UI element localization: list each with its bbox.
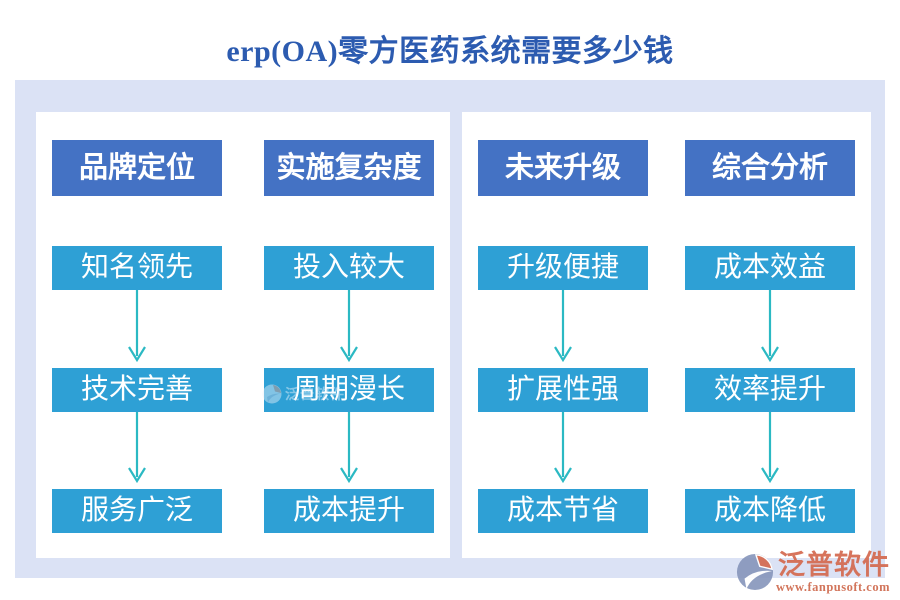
spacer — [52, 196, 222, 246]
fanpu-logo-icon — [736, 553, 773, 590]
brand-name: 泛普软件 — [778, 549, 890, 580]
flow-header-box: 未来升级 — [478, 140, 648, 196]
spacer — [478, 196, 648, 246]
flow-step-box: 成本节省 — [478, 489, 648, 533]
flow-step-box: 服务广泛 — [52, 489, 222, 533]
flow-step-box: 成本效益 — [685, 246, 855, 290]
arrow-down-icon — [761, 290, 779, 363]
arrow-down-icon — [128, 290, 146, 363]
flow-column-brand: 品牌定位 知名领先 技术完善 服务广泛 — [52, 112, 222, 558]
arrow-down-icon — [340, 412, 358, 484]
flow-step-box: 成本提升 — [264, 489, 434, 533]
spacer — [478, 112, 648, 140]
flow-column-analysis: 综合分析 成本效益 效率提升 成本降低 — [685, 112, 855, 558]
spacer — [52, 112, 222, 140]
flow-step-box: 技术完善 — [52, 368, 222, 412]
spacer — [264, 196, 434, 246]
flow-header-box: 品牌定位 — [52, 140, 222, 196]
diagram-board: 品牌定位 知名领先 技术完善 服务广泛 实施复杂度 投入较大 — [15, 80, 885, 578]
arrow-down-icon — [128, 412, 146, 484]
flow-column-upgrade: 未来升级 升级便捷 扩展性强 成本节省 — [478, 112, 648, 558]
flow-step-box: 成本降低 — [685, 489, 855, 533]
flow-step-box: 扩展性强 — [478, 368, 648, 412]
brand-text: 泛普软件 www.fanpusoft.com — [775, 549, 890, 595]
spacer — [685, 196, 855, 246]
flow-step-box: 效率提升 — [685, 368, 855, 412]
flow-column-implementation: 实施复杂度 投入较大 周期漫长 成本提升 — [264, 112, 434, 558]
arrow-down-icon — [340, 290, 358, 363]
flow-step-box: 升级便捷 — [478, 246, 648, 290]
spacer — [264, 112, 434, 140]
panel-right: 未来升级 升级便捷 扩展性强 成本节省 综合分析 成本效益 效 — [462, 112, 871, 558]
arrow-down-icon — [554, 290, 572, 363]
brand-website: www.fanpusoft.com — [775, 580, 890, 594]
page-title: erp(OA)零方医药系统需要多少钱 — [226, 35, 674, 68]
arrow-down-icon — [554, 412, 572, 484]
flow-header-box: 实施复杂度 — [264, 140, 434, 196]
flow-header-box: 综合分析 — [685, 140, 855, 196]
panel-left: 品牌定位 知名领先 技术完善 服务广泛 实施复杂度 投入较大 — [36, 112, 450, 558]
spacer — [685, 112, 855, 140]
brand-logo: 泛普软件 www.fanpusoft.com — [736, 549, 890, 595]
flow-step-box: 投入较大 — [264, 246, 434, 290]
arrow-down-icon — [761, 412, 779, 484]
flow-step-box: 周期漫长 — [264, 368, 434, 412]
flow-step-box: 知名领先 — [52, 246, 222, 290]
